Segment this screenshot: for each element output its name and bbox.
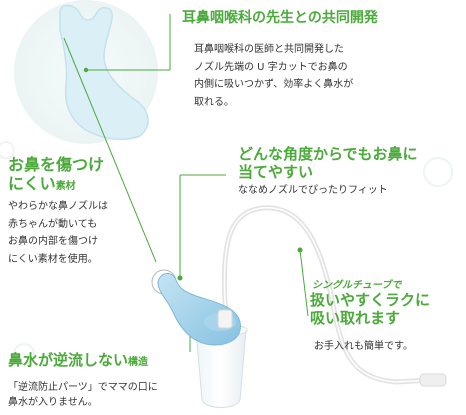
joint-research-line: 耳鼻咽喉科の医師と共同開発した bbox=[194, 44, 344, 55]
no-backflow-description: 「逆流防止パーツ」でママの口に 鼻水が入りません。 bbox=[8, 380, 158, 410]
joint-research-title: 耳鼻咽喉科の先生との共同開発 bbox=[182, 10, 378, 26]
background-bubbles bbox=[0, 141, 453, 365]
single-tube-title: 扱いやすくラクに 吸い取れます bbox=[310, 291, 431, 327]
gentle-material-title-line2: にくい bbox=[8, 173, 56, 193]
no-backflow-line: 鼻水が入りません。 bbox=[8, 397, 98, 408]
any-angle-title-line2: 当てやすい bbox=[238, 162, 314, 181]
any-angle-description: ななめノズルでぴったりフィット bbox=[238, 182, 388, 200]
gentle-material-description: やわらかな鼻ノズルは 赤ちゃんが動いても お鼻の内部を傷つけ にくい素材を使用。 bbox=[8, 198, 108, 268]
joint-research-line: 取れる。 bbox=[194, 96, 234, 108]
no-backflow-line: 「逆流防止パーツ」でママの口に bbox=[8, 382, 158, 393]
single-tube-description: お手入れも簡単です。 bbox=[314, 338, 413, 356]
aspirator-device bbox=[157, 273, 248, 408]
single-tube-line: お手入れも簡単です。 bbox=[314, 341, 413, 352]
joint-research-description: 耳鼻咽喉科の医師と共同開発した ノズル先端の U 字カットでお鼻の 内側に吸いつ… bbox=[194, 41, 353, 111]
mouthpiece bbox=[419, 373, 447, 387]
joint-research-line: 内側に吸いつかず、効率よく鼻水が bbox=[194, 79, 354, 90]
gentle-material-title-suffix: 素材 bbox=[55, 180, 76, 192]
any-angle-title: どんな角度からでもお鼻に 当てやすい bbox=[238, 145, 418, 181]
any-angle-title-line1: どんな角度からでもお鼻に bbox=[238, 145, 418, 163]
leader-lines bbox=[63, 14, 309, 352]
single-tube-label: シングルチューブで bbox=[312, 280, 402, 291]
joint-research-line: ノズル先端の U 字カットでお鼻の bbox=[194, 61, 348, 73]
nozzle-zoom-circle bbox=[14, 0, 158, 144]
single-tube-title-line1: 扱いやすくラクに bbox=[310, 291, 431, 309]
any-angle-line: ななめノズルでぴったりフィット bbox=[238, 185, 388, 196]
single-tube-title-line2: 吸い取れます bbox=[310, 308, 401, 327]
gentle-material-line: にくい素材を使用。 bbox=[8, 253, 98, 265]
no-backflow-title-suffix: 構造 bbox=[128, 357, 149, 368]
no-backflow-title-main: 鼻水が逆流しない bbox=[8, 351, 129, 369]
gentle-material-line: 赤ちゃんが動いても bbox=[8, 218, 98, 230]
gentle-material-title: お鼻を傷つけ にくい素材 bbox=[8, 155, 105, 194]
gentle-material-title-line1: お鼻を傷つけ bbox=[8, 155, 105, 174]
gentle-material-line: やわらかな鼻ノズルは bbox=[8, 201, 108, 212]
gentle-material-line: お鼻の内部を傷つけ bbox=[8, 236, 98, 247]
no-backflow-title: 鼻水が逆流しない構造 bbox=[8, 351, 149, 370]
